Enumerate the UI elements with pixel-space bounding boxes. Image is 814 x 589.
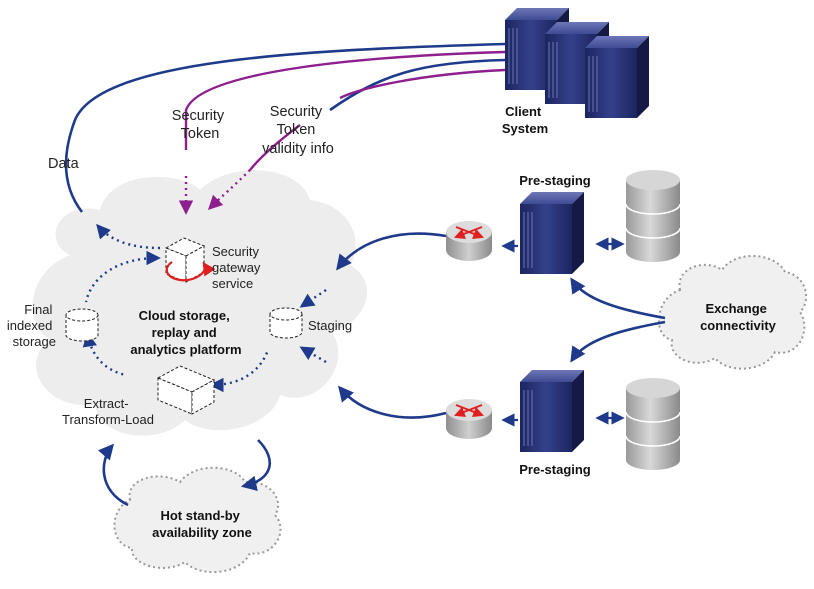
prestaging-to-cloud-top [336,232,447,271]
standby-right-arrow [240,439,271,492]
pre-staging-top-label: Pre-staging [519,173,591,188]
cloud-platform-label: Cloud storage, replay and analytics plat… [130,308,241,357]
client-line-2 [329,58,506,112]
data-line [64,42,506,213]
server-icon [519,191,585,275]
security-gateway-label: Security gateway service [212,244,264,291]
data-label: Data [48,156,80,172]
validity-info-line-2 [249,124,301,171]
security-token-line [184,50,506,150]
cube-icon [156,365,216,415]
cube-icon [164,237,206,283]
database-icon [65,308,99,342]
exchange-to-prestaging-top [570,277,666,320]
database-icon [625,377,681,471]
prestaging-to-cloud-bottom [338,385,447,419]
security-token-label: Security Token [172,108,228,142]
pre-staging-bottom-label: Pre-staging [519,462,591,477]
security-token-validity-label: Security Token validity info [262,104,334,157]
final-storage-label: Final indexed storage [7,302,56,349]
main-cloud [32,170,368,436]
validity-info-line [339,68,506,100]
database-icon [269,307,303,339]
standby-left-arrow [97,443,129,507]
hot-standby-label: Hot stand-by availability zone [152,508,252,540]
exchange-cloud [657,255,808,370]
router-icon [446,399,492,439]
hot-standby-cloud [113,466,282,574]
database-icon [625,169,681,263]
client-system-servers [504,7,650,119]
etl-label: Extract- Transform-Load [62,396,154,427]
client-system-label: Client System [502,104,548,136]
server-icon [519,369,585,453]
server-icon [584,35,650,119]
exchange-connectivity-label: Exchange connectivity [700,301,777,333]
router-icon [446,221,492,261]
refresh-icon [165,261,216,282]
exchange-to-prestaging-bottom [570,320,666,363]
staging-label: Staging [308,318,352,333]
